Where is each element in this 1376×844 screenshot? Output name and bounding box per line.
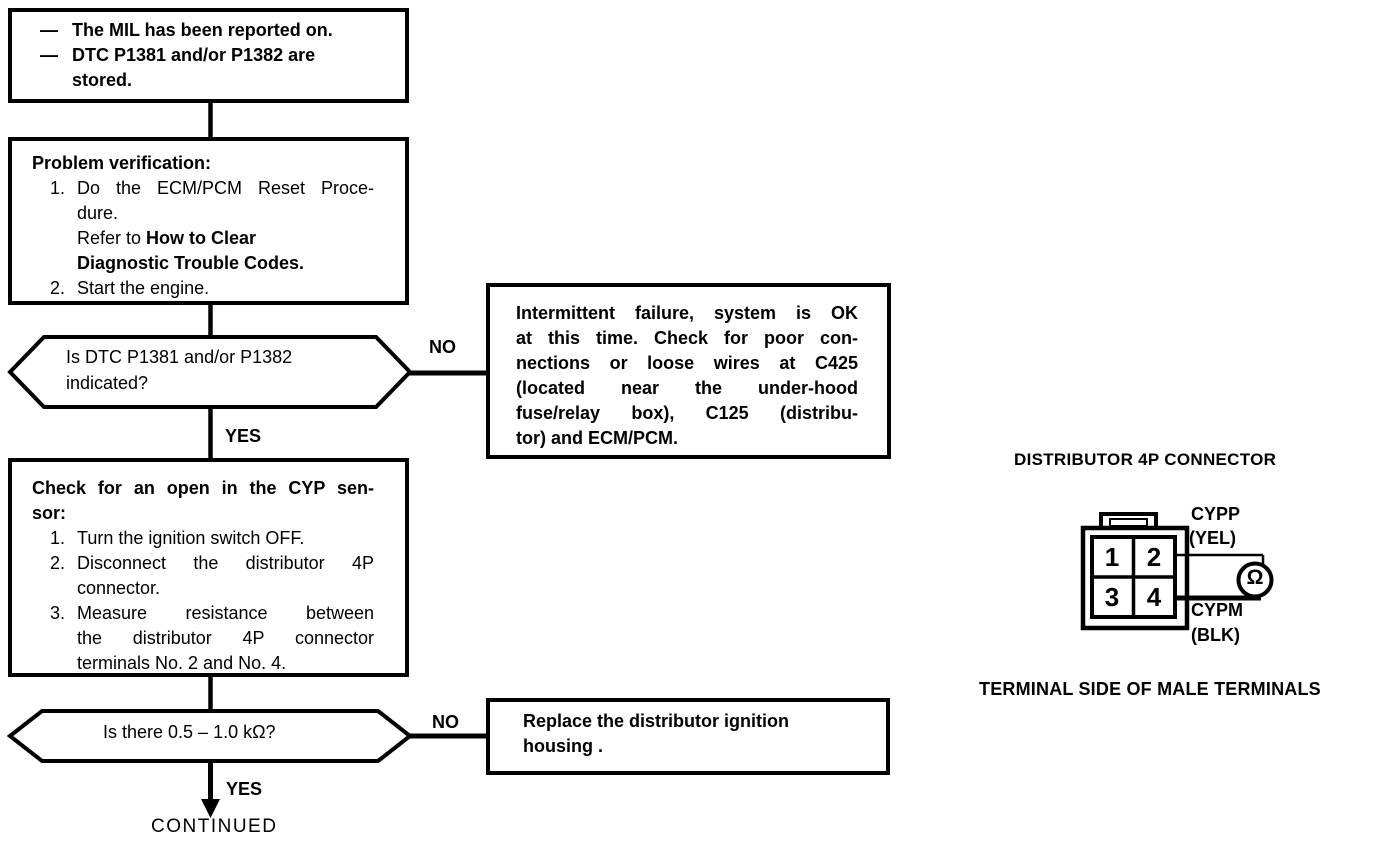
wire-label-cypm: CYPM (1191, 600, 1244, 620)
replace-housing-box: Replace the distributor ignition housing… (486, 698, 890, 775)
intermittent-line-3: nections or loose wires at C425 (516, 353, 858, 373)
intermittent-line-5: fuse/relay box), C125 (distribu- (516, 403, 858, 423)
decision2-question: Is there 0.5 – 1.0 kΩ? (103, 722, 276, 742)
step-number: 1. (50, 528, 66, 548)
cyp-sensor-check-box: Check for an open in the CYP sen- sor: 1… (8, 458, 409, 677)
step-number: 2. (50, 278, 66, 298)
start-item-2-line-2: stored. (72, 70, 133, 90)
wire-color-yel: (YEL) (1189, 528, 1236, 548)
terminal-side-caption: TERMINAL SIDE OF MALE TERMINALS (979, 679, 1321, 699)
step-1: 1. Do the ECM/PCM Reset Proce- dure. Ref… (50, 176, 374, 276)
decision1-question-line-2: indicated? (66, 373, 149, 393)
replace-line-2: housing . (523, 736, 603, 756)
check-step-3-line-2: the distributor 4P connector (77, 628, 374, 648)
decision1-question: Is DTC P1381 and/or P1382 indicated? (66, 344, 292, 396)
step-number: 1. (50, 178, 66, 198)
em-dash-bullet: — (40, 45, 58, 65)
decision2-hexagon (6, 709, 414, 763)
yes-label-1: YES (225, 426, 262, 446)
intermittent-line-1: Intermittent failure, system is OK (516, 303, 858, 323)
step-3: 3. Measure resistance between the distri… (50, 601, 374, 676)
start-conditions-content: — The MIL has been reported on. — DTC P1… (40, 18, 397, 93)
check-step-3-line-3: terminals No. 2 and No. 4. (77, 653, 287, 673)
pin-1: 1 (1104, 541, 1120, 572)
wire-label-cypp: CYPP (1191, 504, 1241, 524)
step-1-line-4: Diagnostic Trouble Codes. (77, 253, 305, 273)
check-step-3-line-1: Measure resistance between (77, 603, 374, 623)
decision1-hexagon (7, 335, 413, 409)
problem-verification-box: Problem verification: 1. Do the ECM/PCM … (8, 137, 409, 305)
check-step-2-line-1: Disconnect the distributor 4P (77, 553, 374, 573)
step-1-line-2: dure. (77, 203, 119, 223)
refer-to-bold-text: How to Clear (146, 228, 257, 248)
intermittent-line-6: tor) and ECM/PCM. (516, 428, 678, 448)
wire-color-blk: (BLK) (1191, 625, 1240, 645)
check-title-line-1: Check for an open in the CYP sen- (32, 478, 374, 498)
start-item-1: The MIL has been reported on. (72, 20, 333, 40)
continued-label: CONTINUED (151, 816, 278, 837)
intermittent-failure-box: Intermittent failure, system is OK at th… (486, 283, 891, 459)
connector-title: DISTRIBUTOR 4P CONNECTOR (1014, 450, 1277, 469)
step-2: 2. Start the engine. (50, 276, 374, 301)
replace-line-1: Replace the distributor ignition (523, 711, 790, 731)
problem-verification-content: Problem verification: 1. Do the ECM/PCM … (32, 151, 374, 301)
arrow-down-icon (201, 799, 220, 818)
step-2-line-1: Start the engine. (77, 278, 210, 298)
decision1-question-line-1: Is DTC P1381 and/or P1382 (66, 347, 293, 367)
pin-4: 4 (1146, 581, 1162, 612)
no-label-1: NO (429, 337, 456, 357)
pin-3: 3 (1104, 581, 1120, 612)
step-number: 2. (50, 553, 66, 573)
intermittent-line-2: at this time. Check for poor con- (516, 328, 858, 348)
check-step-2-line-2: connector. (77, 578, 161, 598)
intermittent-failure-content: Intermittent failure, system is OK at th… (516, 301, 858, 451)
step-1: 1. Turn the ignition switch OFF. (50, 526, 374, 551)
step-number: 3. (50, 603, 66, 623)
list-item: — The MIL has been reported on. (40, 18, 397, 43)
cyp-sensor-check-content: Check for an open in the CYP sen- sor: 1… (32, 476, 374, 676)
intermittent-line-4: (located near the under-hood (516, 378, 858, 398)
step-2: 2. Disconnect the distributor 4P connect… (50, 551, 374, 601)
yes-label-2: YES (226, 779, 263, 799)
start-item-2-line-1: DTC P1381 and/or P1382 are (72, 45, 316, 65)
refer-to-text: Refer to (77, 228, 142, 248)
pin-2: 2 (1146, 541, 1162, 572)
check-step-1-line-1: Turn the ignition switch OFF. (77, 528, 305, 548)
start-conditions-box: — The MIL has been reported on. — DTC P1… (8, 8, 409, 103)
ohm-symbol: Ω (1246, 566, 1264, 589)
ohmmeter-icon (1236, 561, 1274, 599)
problem-verification-title: Problem verification: (32, 153, 212, 173)
replace-housing-content: Replace the distributor ignition housing… (523, 709, 886, 759)
no-label-2: NO (432, 712, 459, 732)
step-1-line-1: Do the ECM/PCM Reset Proce- (77, 178, 374, 198)
connector-tab-detail (1109, 518, 1148, 527)
check-title-line-2: sor: (32, 503, 67, 523)
em-dash-bullet: — (40, 20, 58, 40)
list-item: — DTC P1381 and/or P1382 are stored. (40, 43, 397, 93)
